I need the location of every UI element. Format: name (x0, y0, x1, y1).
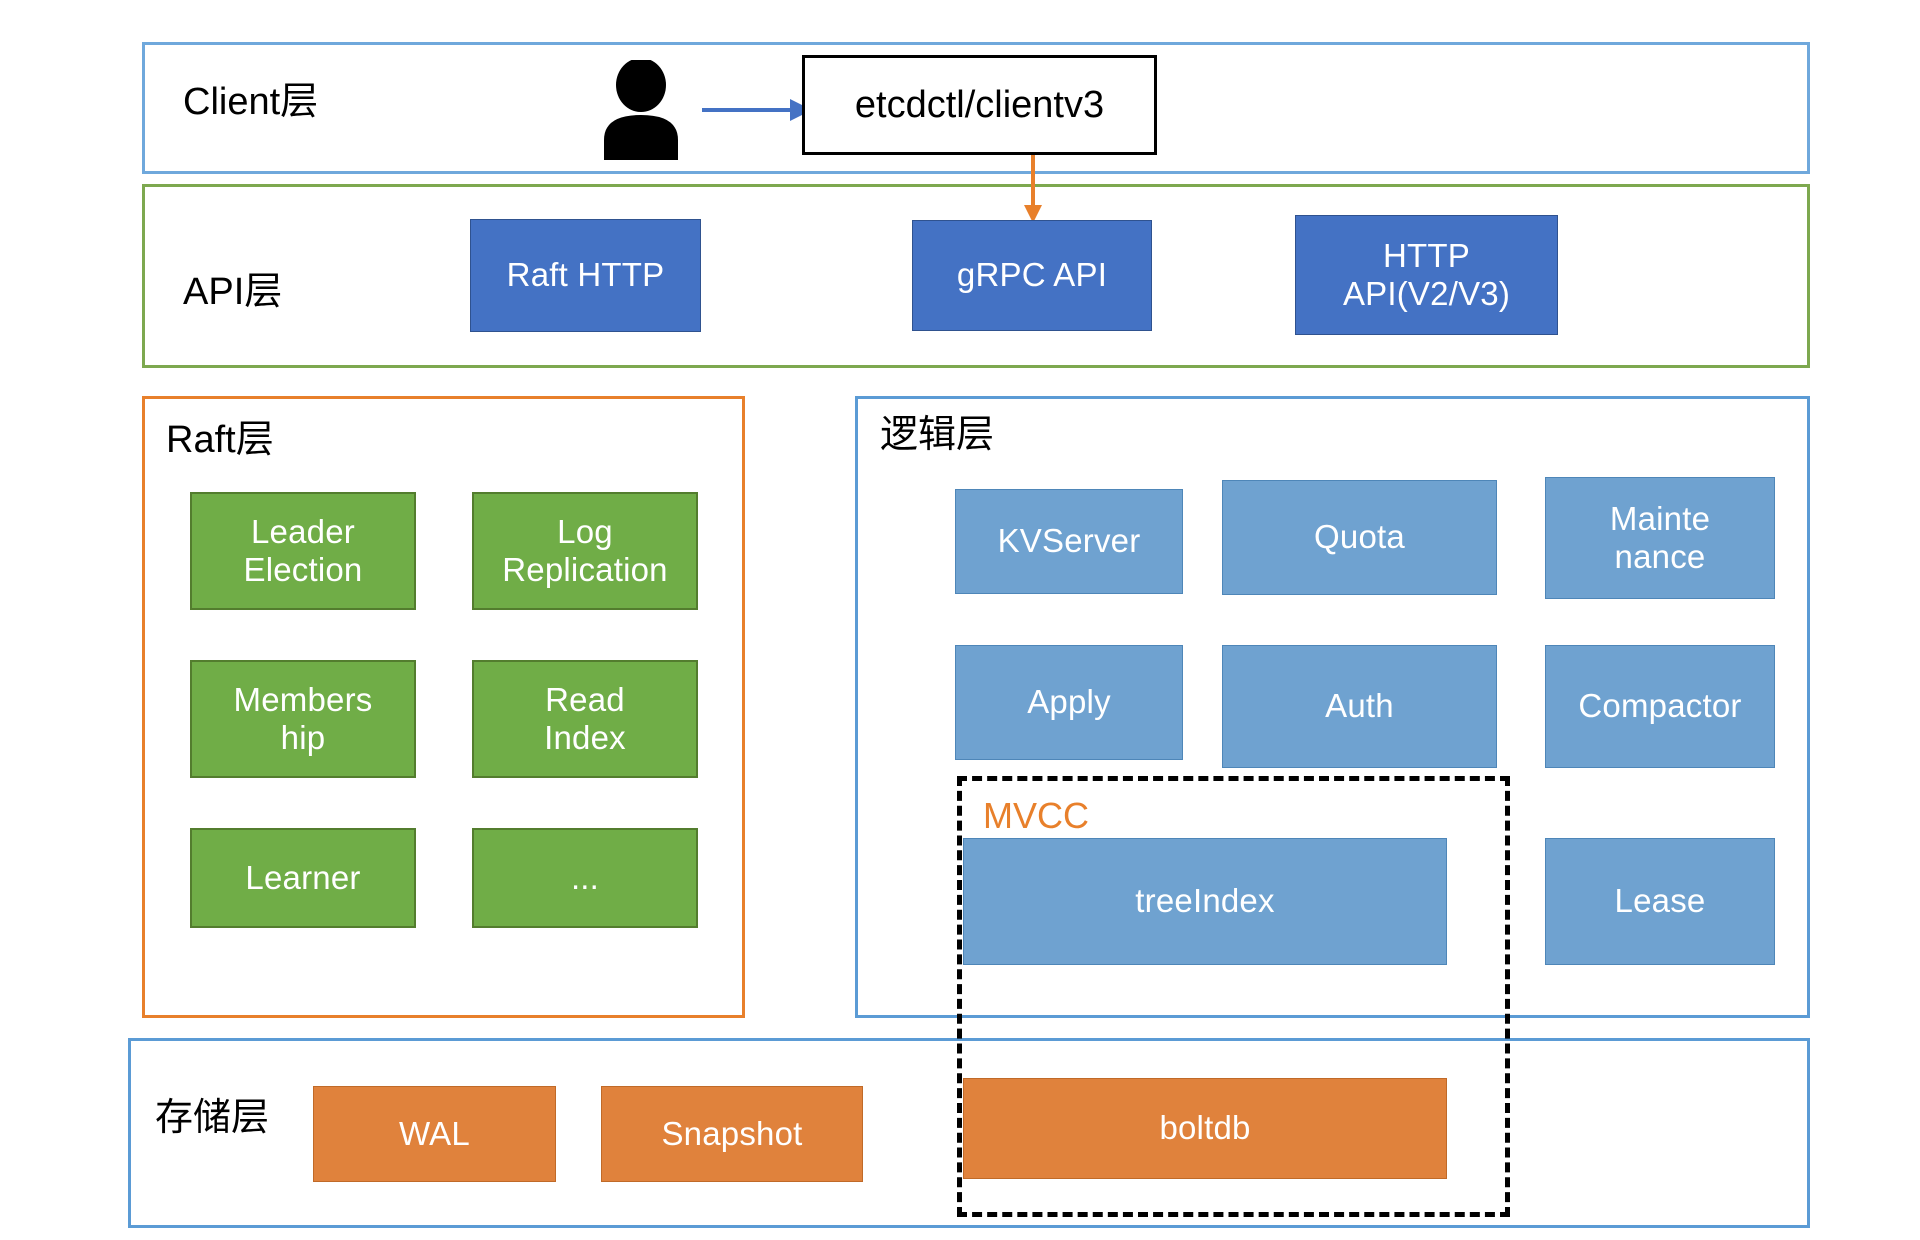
storage-box-boltdb[interactable]: boltdb (963, 1078, 1447, 1179)
raft-box-log-replication-label: Log Replication (502, 512, 668, 588)
logic-box-quota-label: Quota (1314, 518, 1405, 556)
logic-box-auth[interactable]: Auth (1222, 645, 1497, 768)
person-icon (598, 58, 684, 160)
api-box-grpc-api-label: gRPC API (956, 256, 1108, 294)
raft-box-leader-election[interactable]: Leader Election (190, 492, 416, 610)
api-box-raft-http[interactable]: Raft HTTP (470, 219, 701, 332)
raft-box-membership-label: Members hip (233, 680, 373, 756)
logic-box-apply-label: Apply (1027, 683, 1111, 721)
raft-box-ellipsis[interactable]: ... (472, 828, 698, 928)
logic-box-kvserver[interactable]: KVServer (955, 489, 1183, 594)
logic-box-kvserver-label: KVServer (997, 522, 1141, 560)
storage-box-boltdb-label: boltdb (1159, 1109, 1251, 1147)
api-layer-title: API层 (183, 271, 283, 313)
api-box-http-api[interactable]: HTTP API(V2/V3) (1295, 215, 1558, 335)
logic-box-lease[interactable]: Lease (1545, 838, 1775, 965)
raft-box-read-index[interactable]: Read Index (472, 660, 698, 778)
logic-box-auth-label: Auth (1325, 687, 1394, 725)
logic-box-quota[interactable]: Quota (1222, 480, 1497, 595)
etcdctl-client-label: etcdctl/clientv3 (854, 83, 1105, 126)
api-box-raft-http-label: Raft HTTP (506, 256, 665, 294)
logic-box-compactor[interactable]: Compactor (1545, 645, 1775, 768)
logic-box-lease-label: Lease (1614, 882, 1706, 920)
client-layer-title: Client层 (183, 81, 319, 123)
client-to-etcdctl-arrow-icon (702, 99, 812, 121)
raft-box-read-index-label: Read Index (544, 680, 626, 756)
storage-box-wal-label: WAL (399, 1114, 470, 1152)
logic-box-treeindex[interactable]: treeIndex (963, 838, 1447, 965)
storage-box-wal[interactable]: WAL (313, 1086, 556, 1182)
storage-box-snapshot-label: Snapshot (661, 1114, 803, 1152)
raft-box-log-replication[interactable]: Log Replication (472, 492, 698, 610)
mvcc-group-label: MVCC (983, 795, 1089, 836)
logic-box-treeindex-label: treeIndex (1135, 882, 1275, 920)
api-box-http-api-label: HTTP API(V2/V3) (1342, 236, 1511, 312)
logic-box-compactor-label: Compactor (1578, 687, 1742, 725)
raft-box-leader-election-label: Leader Election (243, 512, 363, 588)
raft-box-ellipsis-label: ... (570, 858, 600, 896)
api-box-grpc-api[interactable]: gRPC API (912, 220, 1152, 331)
etcdctl-to-grpc-arrow-icon (1024, 155, 1042, 223)
raft-box-learner[interactable]: Learner (190, 828, 416, 928)
logic-box-maintenance[interactable]: Mainte nance (1545, 477, 1775, 599)
logic-box-apply[interactable]: Apply (955, 645, 1183, 760)
logic-layer-title: 逻辑层 (880, 414, 995, 456)
raft-box-learner-label: Learner (245, 858, 361, 896)
storage-box-snapshot[interactable]: Snapshot (601, 1086, 863, 1182)
raft-layer-title: Raft层 (166, 419, 274, 461)
raft-box-membership[interactable]: Members hip (190, 660, 416, 778)
etcdctl-client-box[interactable]: etcdctl/clientv3 (802, 55, 1157, 155)
logic-box-maintenance-label: Mainte nance (1609, 499, 1711, 575)
storage-layer-title: 存储层 (155, 1097, 270, 1139)
